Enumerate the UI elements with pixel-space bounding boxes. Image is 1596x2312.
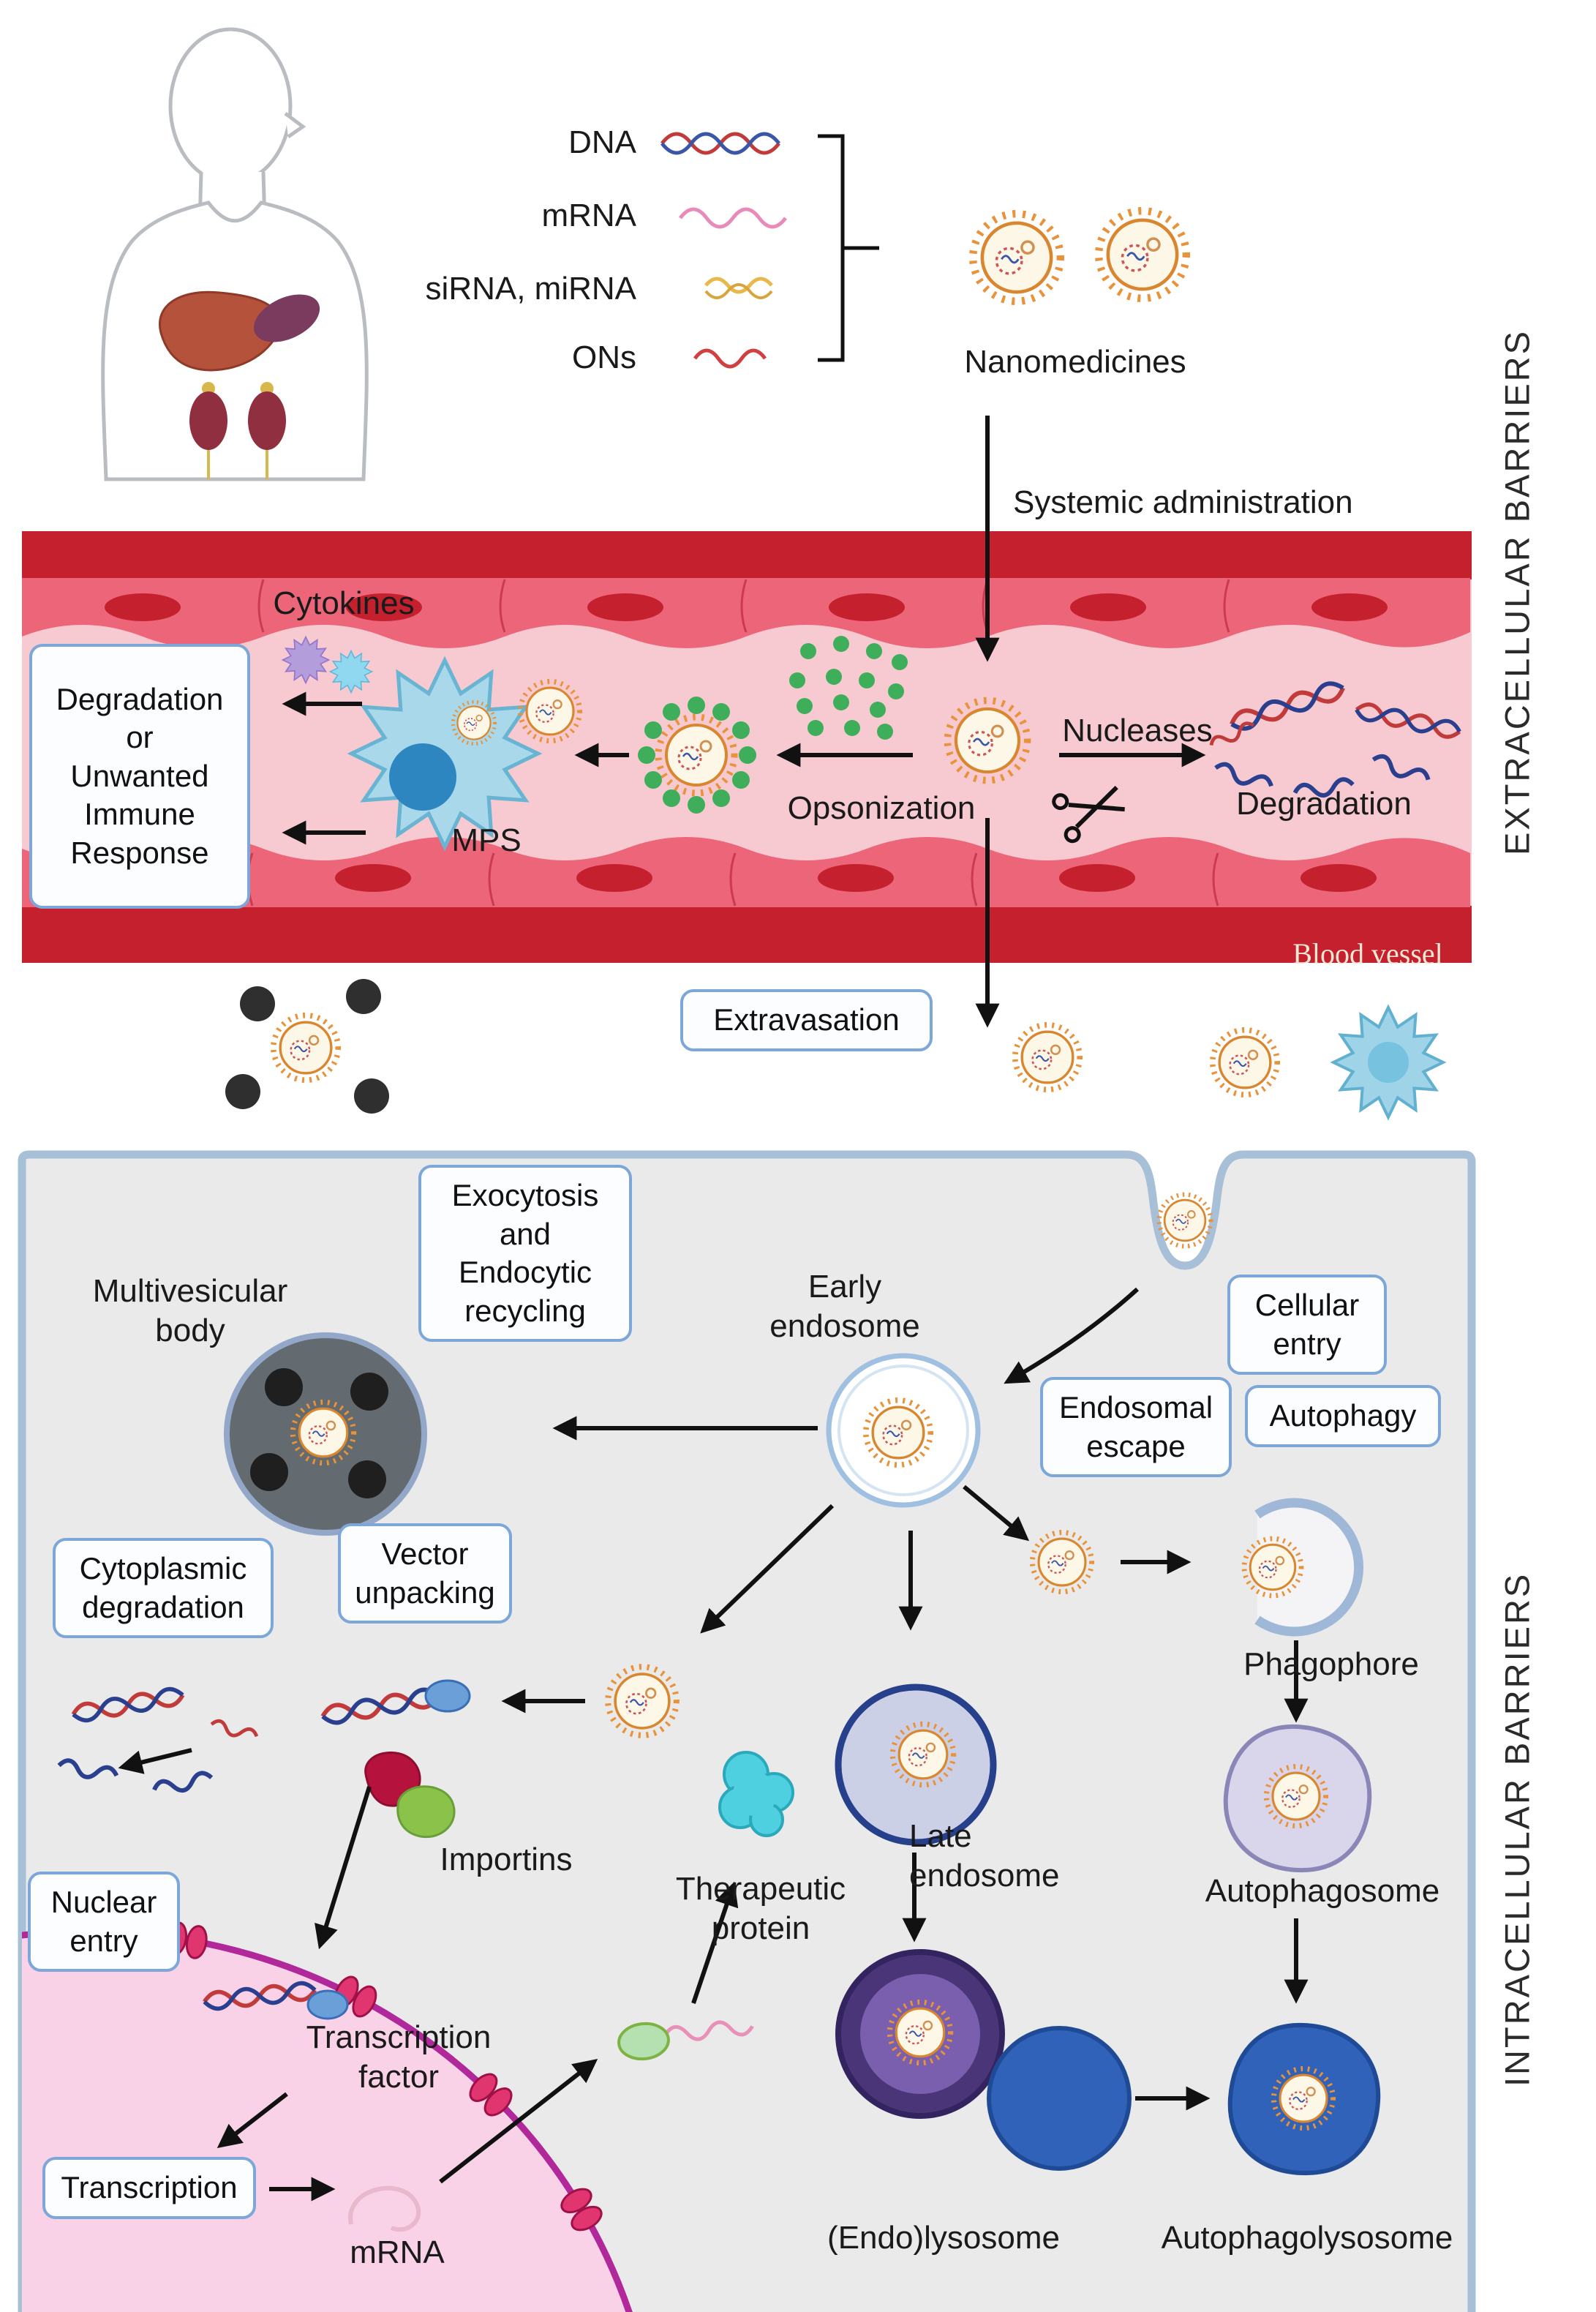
- transcription-factor-label: Transcription factor: [306, 2019, 492, 2095]
- exosome-dots: [225, 979, 389, 1114]
- immune-cell-icon: [1332, 1006, 1445, 1119]
- opsonized-nanoparticle: [638, 697, 756, 814]
- nucleases-label: Nucleases: [1062, 713, 1213, 748]
- blood-vessel-illustration: [22, 531, 1472, 963]
- multivesicular-body-label: Multivesicular body: [92, 1273, 288, 1348]
- early-endosome-label: Early endosome: [769, 1269, 920, 1344]
- cellular-entry-box: Cellular entry: [1227, 1275, 1387, 1375]
- endothelial-nuclei: [94, 593, 1388, 892]
- legend-bracket: [818, 134, 879, 362]
- intracellular-barriers-label: INTRACELLULAR BARRIERS: [1497, 1572, 1537, 2087]
- transcription-factor-icon: [203, 1982, 349, 2020]
- flow-arrows: [118, 416, 1309, 2202]
- degradation-label: Degradation: [1236, 786, 1412, 822]
- transcription-box: Transcription: [42, 2157, 256, 2219]
- mrna-icon: [348, 2185, 421, 2232]
- importins-label: Importins: [440, 1842, 573, 1877]
- importins-icon: [364, 1751, 456, 1839]
- late-endosome: [835, 1684, 997, 1846]
- sirna-mirna-icon: [704, 277, 773, 299]
- unpacked-vector: [321, 1679, 471, 1725]
- systemic-administration-label: Systemic administration: [1013, 484, 1353, 520]
- extravasation-box: Extravasation: [680, 989, 933, 1051]
- legend-label-mrna: mRNA: [541, 198, 636, 233]
- phagophore-label: Phagophore: [1243, 1646, 1419, 1682]
- autophagolysosome-label: Autophagolysosome: [1161, 2220, 1453, 2256]
- cytokines-label: Cytokines: [273, 585, 415, 621]
- endosomal-escape-box: Endosomal escape: [1040, 1377, 1232, 1477]
- endolysosome-label: (Endo)lysosome: [827, 2220, 1060, 2256]
- legend-label-sirna-mirna: siRNA, miRNA: [425, 271, 636, 307]
- human-body-illustration: [101, 27, 369, 481]
- translation-site: [617, 2020, 754, 2061]
- degradation-immune-box: Degradation or Unwanted Immune Response: [29, 644, 250, 909]
- endolysosome: [835, 1949, 1132, 2171]
- phagophore: [1244, 1498, 1364, 1637]
- mps-macrophage: [352, 661, 538, 847]
- vector-unpacking-box: Vector unpacking: [338, 1523, 512, 1624]
- legend-label-ons: ONs: [572, 339, 636, 375]
- therapeutic-protein-label: Therapeutic protein: [675, 1871, 846, 1946]
- mps-label: MPS: [451, 822, 522, 858]
- nanoparticle-icon: [973, 214, 1061, 301]
- autophagosome-label: Autophagosome: [1205, 1873, 1440, 1909]
- nanomedicines-label: Nanomedicines: [964, 344, 1186, 380]
- autophagy-box: Autophagy: [1245, 1385, 1441, 1447]
- exocytosis-recycling-box: Exocytosis and Endocytic recycling: [418, 1165, 632, 1342]
- endothelial-borders: [246, 579, 1230, 907]
- therapeutic-protein-icon: [718, 1751, 794, 1837]
- mrna-product-label: mRNA: [350, 2234, 445, 2270]
- early-endosome: [826, 1353, 981, 1508]
- autophagosome: [1223, 1724, 1372, 1873]
- cell-membrane: [18, 1150, 1476, 2312]
- opsonization-label: Opsonization: [787, 790, 976, 826]
- organs-illustration: [159, 290, 320, 479]
- cytoplasmic-degradation-box: Cytoplasmic degradation: [53, 1538, 274, 1638]
- opsonin-dots: [789, 636, 908, 740]
- nanoparticle-icon: [1015, 1025, 1080, 1089]
- late-endosome-label: Late endosome: [909, 1818, 1060, 1893]
- dna-icon: [660, 132, 780, 155]
- nuclear-entry-box: Nuclear entry: [28, 1872, 180, 1972]
- mrna-icon: [679, 207, 787, 229]
- extracellular-barriers-label: EXTRACELLULAR BARRIERS: [1497, 329, 1537, 856]
- nanoparticle-icon: [1099, 211, 1186, 299]
- multivesicular-body: [224, 1332, 427, 1536]
- blood-vessel-label: Blood vessel: [1292, 937, 1443, 970]
- scissors-icon: [1052, 785, 1125, 844]
- ons-icon: [693, 348, 767, 369]
- autophagolysosome: [1227, 2022, 1381, 2176]
- nanoparticle-icon: [1213, 1030, 1277, 1095]
- legend-label-dna: DNA: [568, 124, 636, 160]
- nanoparticle-icon: [274, 1016, 338, 1080]
